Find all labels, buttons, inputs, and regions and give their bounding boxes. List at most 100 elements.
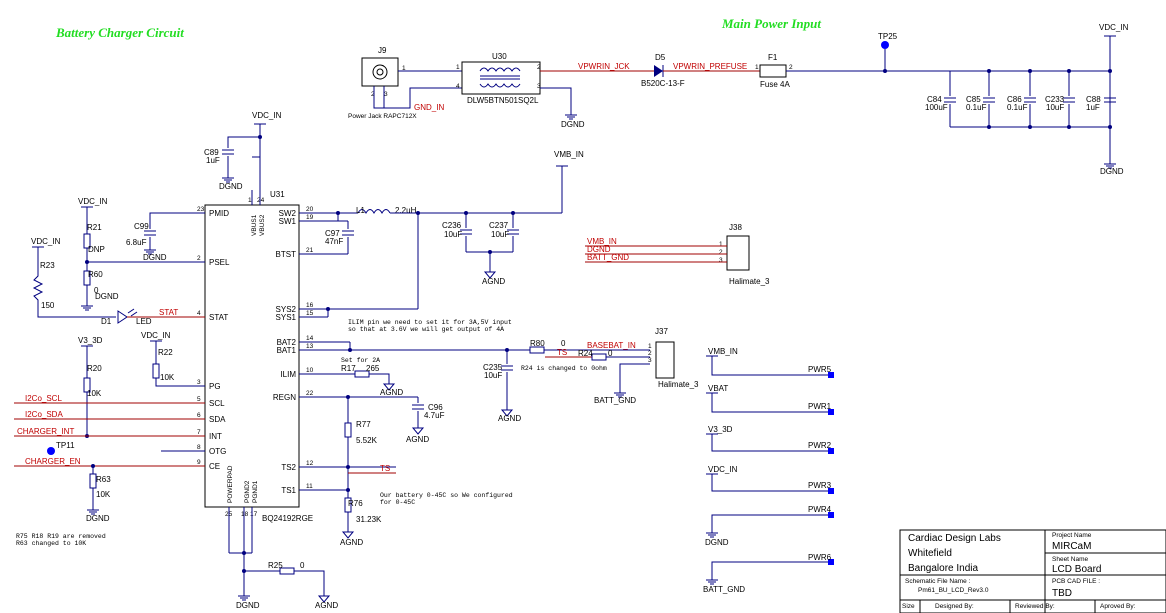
agnd-label-r17: AGND [380,388,403,397]
u30-pin4: 4 [456,83,460,90]
u31-pinnum-11: 11 [306,483,313,490]
tb-designed-label: Designed By: [935,603,974,610]
dgnd-label-r25: DGND [236,601,260,610]
r20-value: 10K [87,389,102,398]
c97-ref: C97 [325,229,340,238]
r17-ref: R17 [341,364,356,373]
tb-file: Pm61_BU_LCD_Rev3.0 [918,587,989,594]
c85-ref: C85 [966,95,981,104]
r21-value: DNP [88,245,105,254]
test-point-tp25: TP25 [878,32,898,71]
j9-pin2: 2 [371,91,375,98]
pwr-v33-net: V3_3D [708,425,733,434]
j38-name: Halimate_3 [729,277,770,286]
u31-pin-ts1: TS1 [281,486,296,495]
tb-project: MIRCaM [1052,541,1091,552]
c233-ref: C233 [1045,95,1065,104]
pwr-vdc-net: VDC_IN [708,465,738,474]
c99-value: 6.8uF [126,238,147,247]
j38-pin3: 3 [719,257,723,264]
pwr-flag-v33: V3_3D PWR2 [706,425,834,454]
i2c-scl-label: I2Co_SCL [25,394,62,403]
u31-pinnum-9: 9 [197,459,201,466]
c85-value: 0.1uF [966,103,987,112]
c86-ref: C86 [1007,95,1022,104]
u31-pinnum-7: 7 [197,429,201,436]
i2c-sda-label: I2Co_SDA [25,410,63,419]
c235-ref: C235 [483,363,503,372]
u31-pin-sys1: SYS1 [276,313,297,322]
note-set-2a: Set for 2A [341,357,380,364]
c237-value: 10uF [491,230,509,239]
d5-ref: D5 [655,53,666,62]
common-mode-choke-u30: U30 1 2 3 4 DLW5BTN501SQ2L [456,52,541,105]
note-battery-2: for 0-45C [380,499,415,506]
c84-value: 100uF [925,103,948,112]
u31-pinnum-14: 14 [306,335,314,342]
r77-ref: R77 [356,420,371,429]
pwr6-ref: PWR6 [808,553,832,562]
r77-value: 5.52K [356,436,378,445]
pwr5-ref: PWR5 [808,365,832,374]
tb-pcb-label: PCB CAD FILE : [1052,578,1100,585]
c84-ref: C84 [927,95,942,104]
v3-3d-label-r20: V3_3D [78,336,103,345]
r25-ref: R25 [268,561,283,570]
c99-ref: C99 [134,222,149,231]
f1-ref: F1 [768,53,778,62]
agnd-label-c235: AGND [498,414,521,423]
note-r24: R24 is changed to 0ohm [521,365,607,372]
led-d1: D1 LED [101,308,152,326]
j37-pin3: 3 [648,357,652,364]
u31-pin-regn: REGN [273,393,296,402]
dgnd-label-c99: DGND [143,253,167,262]
u31-pinnum-22: 22 [306,390,314,397]
r76-ref: R76 [348,499,363,508]
c97-value: 47nF [325,237,343,246]
r22-value: 10K [160,373,175,382]
u31-pin-psel: PSEL [209,258,230,267]
tb-file-label: Schematic File Name : [905,578,971,585]
batt-gnd-label-j37: BATT_GND [594,396,636,405]
c236-value: 10uF [444,230,462,239]
tb-city: Bangalore India [908,563,978,574]
tb-sheet-label: Sheet Name [1052,556,1089,563]
r60-ref: R60 [88,270,103,279]
u31-pinnum-12: 12 [306,460,314,467]
u31-pin-pmid: PMID [209,209,229,218]
dgnd-label-r63: DGND [86,514,110,523]
j37-pin1: 1 [648,343,652,350]
vpwrin-jck-label: VPWRIN_JCK [578,62,630,71]
agnd-label-c236: AGND [482,277,505,286]
c88-ref: C88 [1086,95,1101,104]
tb-sheet: LCD Board [1052,564,1101,575]
pwr-flag-vmb: VMB_IN PWR5 [706,347,834,378]
r24-ref: R24 [578,349,593,358]
note-removed-1: R75 R18 R19 are removed [16,533,106,540]
u31-pin-powerpad: POWERPAD [227,465,234,503]
charger-int-label: CHARGER_INT [17,427,74,436]
r76-value: 31.23K [356,515,382,524]
vdc-in-label-u31: VDC_IN [252,111,282,120]
u31-pin-otg: OTG [209,447,226,456]
j37-ref: J37 [655,327,668,336]
j37-pin2: 2 [648,350,652,357]
pwr-flag-vbat: VBAT PWR1 [706,384,834,415]
c237-ref: C237 [489,221,509,230]
tb-size-label: Size [902,603,915,610]
u31-pinnum-16: 16 [306,302,314,309]
pwr-batt-gnd-net: BATT_GND [703,585,745,594]
f1-name: Fuse 4A [760,80,790,89]
ts-label: TS [380,464,390,473]
r25-value: 0 [300,561,305,570]
r63-value: 10K [96,490,111,499]
r21-ref: R21 [87,223,102,232]
u31-pin-bat2: BAT2 [277,338,297,347]
u31-pin-ce: CE [209,462,220,471]
u31-pin-pgnd2: PGND2 [244,480,251,503]
u30-pin3: 3 [537,83,541,90]
c236-ref: C236 [442,221,462,230]
pwr-flag-vdc: VDC_IN PWR3 [706,465,834,494]
note-ilim-2: so that at 3.6V we will get output of 4A [348,326,504,333]
